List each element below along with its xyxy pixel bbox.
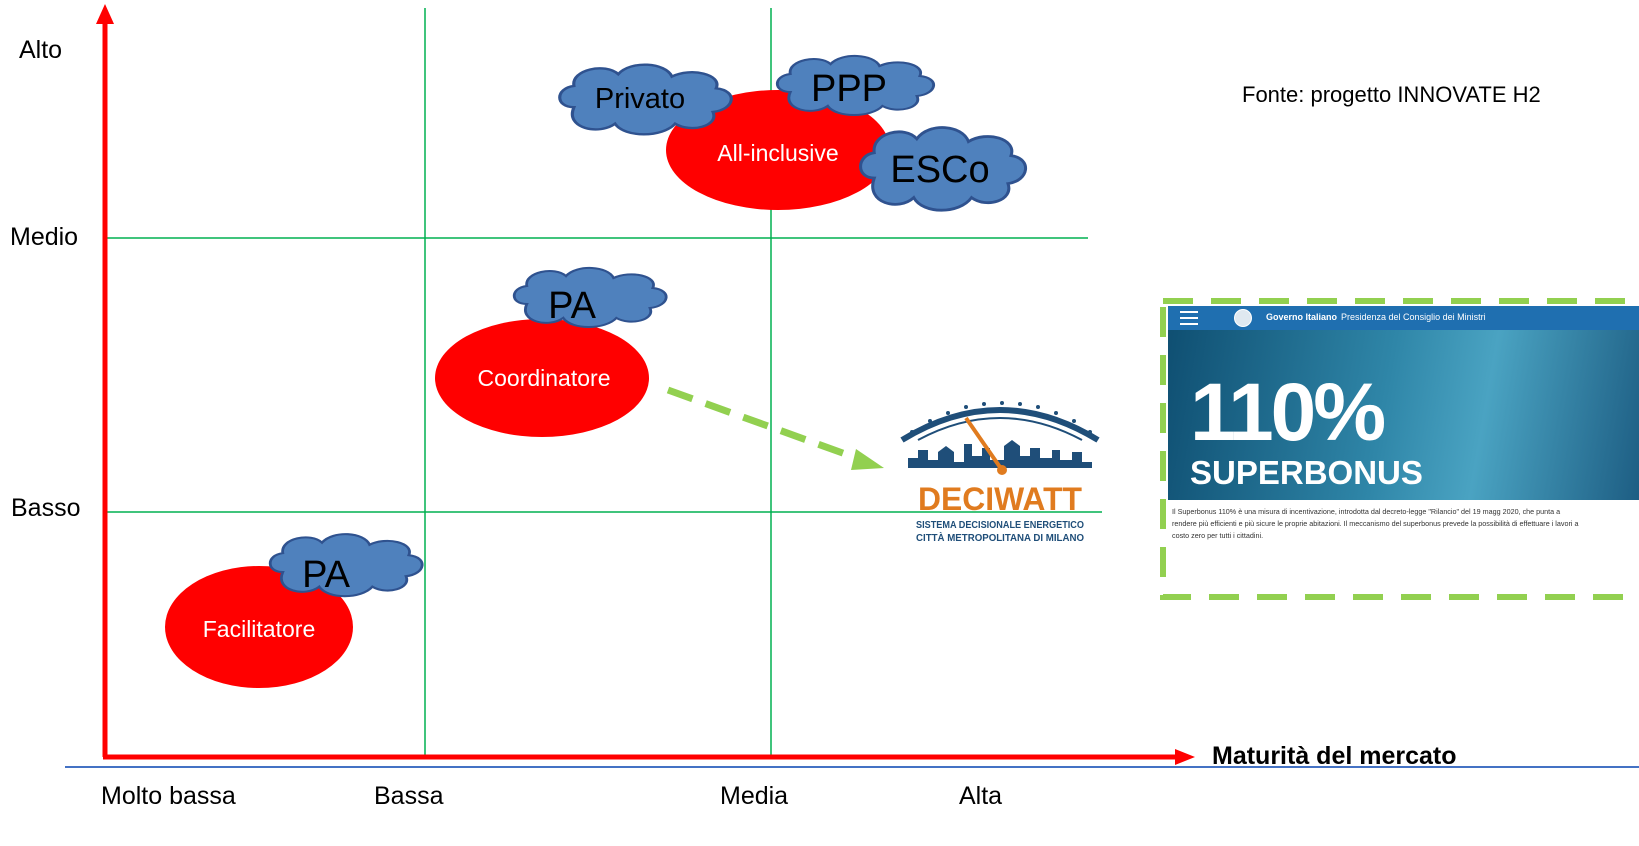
deciwatt-name: DECIWATT <box>918 481 1082 517</box>
x-level-molto-bassa: Molto bassa <box>101 782 236 810</box>
deciwatt-arc <box>900 407 1100 443</box>
superbonus-word: SUPERBONUS <box>1190 454 1423 491</box>
role-label-facilitatore: Facilitatore <box>203 616 315 642</box>
y-level-basso: Basso <box>11 494 81 522</box>
cloud-label-privato: Privato <box>595 83 685 115</box>
deciwatt-subtitle-line-2: CITTÀ METROPOLITANA DI MILANO <box>916 531 1084 544</box>
axes <box>96 4 1195 765</box>
dashed-arrow-line <box>666 386 864 464</box>
y-level-alto: Alto <box>19 36 63 64</box>
cloud-label-pa-facilitatore: PA <box>302 554 351 596</box>
role-ellipse-coordinatore <box>435 319 649 437</box>
screenshot-hero-image: 110% SUPERBONUS <box>1168 330 1639 500</box>
deciwatt-gauge-ticks <box>910 401 1092 434</box>
cloud-label-pa-coordinatore: PA <box>548 285 597 327</box>
deciwatt-logo: DECIWATT SISTEMA DECISIONALE ENERGETICO … <box>900 401 1100 544</box>
x-axis-arrowhead <box>1175 749 1195 765</box>
x-level-bassa: Bassa <box>374 782 444 810</box>
x-level-alta: Alta <box>959 782 1003 810</box>
deciwatt-needle-pivot <box>997 465 1007 475</box>
role-ellipse-facilitatore <box>165 566 353 688</box>
y-level-medio: Medio <box>10 223 79 251</box>
hamburger-menu-icon <box>1180 311 1198 325</box>
italian-republic-emblem-icon <box>1234 309 1252 327</box>
cloud-label-ppp: PPP <box>811 68 887 110</box>
y-axis-arrowhead <box>96 4 114 24</box>
cloud-label-esco: ESCo <box>890 149 989 191</box>
superbonus-percent: 110% <box>1190 367 1386 458</box>
role-label-all-inclusive: All-inclusive <box>717 140 838 166</box>
x-level-media: Media <box>720 782 789 810</box>
deciwatt-needle <box>964 416 1004 472</box>
x-axis-title: Maturità del mercato <box>1212 742 1457 770</box>
screenshot-caption: Il Superbonus 110% è una misura di incen… <box>1172 507 1579 540</box>
screenshot-header-rest: Presidenza del Consiglio dei Ministri <box>1341 312 1486 322</box>
deciwatt-subtitle-line-1: SISTEMA DECISIONALE ENERGETICO <box>916 519 1084 531</box>
screenshot-header-bold: Governo Italiano <box>1266 312 1338 322</box>
source-note: Fonte: progetto INNOVATE H2 <box>1242 82 1541 107</box>
role-label-coordinatore: Coordinatore <box>478 365 611 391</box>
dashed-arrow-head <box>851 449 884 470</box>
dashed-arrow-to-deciwatt <box>666 386 884 470</box>
deciwatt-inner-arc <box>917 417 1083 441</box>
deciwatt-skyline <box>908 440 1092 468</box>
role-ellipse-all-inclusive <box>666 90 890 210</box>
